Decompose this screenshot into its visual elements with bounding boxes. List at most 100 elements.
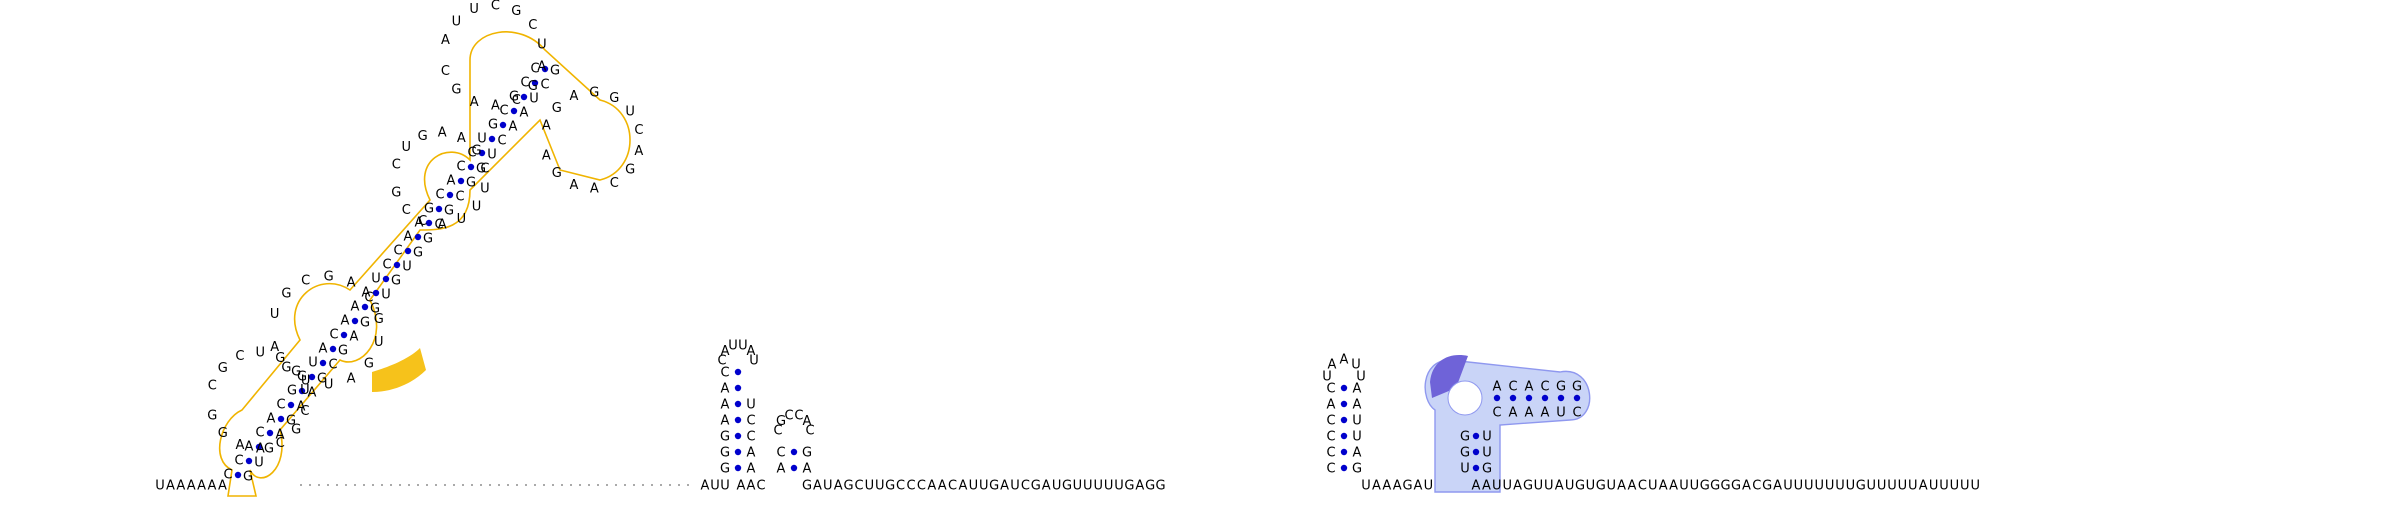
left-stem-3p-nt: U — [254, 456, 264, 471]
hairpin4-3p-nt: G — [1352, 462, 1362, 477]
backbone-nt: U — [155, 479, 165, 494]
left-stem-3p-nt: G — [466, 176, 476, 191]
left-stem-3p-nt: A — [509, 120, 518, 135]
backbone-nt: A — [218, 479, 227, 494]
loop-nt: U — [537, 38, 547, 53]
hairpin4-5p-nt: C — [1326, 446, 1335, 461]
base-pair-dot — [351, 317, 359, 325]
loop-nt: U — [256, 346, 266, 361]
loop-nt: C — [418, 214, 427, 229]
backbone-nt: A — [1482, 479, 1491, 494]
backbone-nt: U — [1877, 479, 1887, 494]
left-stem-5p-nt: G — [488, 118, 498, 133]
left-stem-5p-nt: G — [287, 384, 297, 399]
loop-nt: A — [438, 126, 447, 141]
domain-stem-nt: G — [1572, 380, 1582, 395]
backbone-nt: A — [1000, 479, 1009, 494]
loop-nt: G — [609, 91, 619, 106]
base-pair-dot — [361, 303, 369, 311]
loop-nt: C — [480, 162, 489, 177]
left-stem-5p-nt: C — [530, 62, 539, 77]
left-stem-5p-nt: C — [276, 398, 285, 413]
backbone-nt: U — [720, 479, 730, 494]
left-stem-5p-nt: C — [393, 244, 402, 259]
loop-nt: U — [324, 377, 334, 392]
left-stem-5p-nt: A — [245, 440, 254, 455]
hairpin4-5p-nt: C — [1326, 382, 1335, 397]
backbone-nt: A — [166, 479, 175, 494]
base-pair-dot — [520, 93, 528, 101]
loop-nt: C — [491, 0, 500, 14]
backbone-nt: U — [1052, 479, 1062, 494]
backbone-nt: U — [1794, 479, 1804, 494]
backbone-nt: U — [1010, 479, 1020, 494]
left-stem-5p-nt: C — [456, 160, 465, 175]
loop-nt: C — [235, 349, 244, 364]
left-stem-3p-nt: A — [308, 386, 317, 401]
loop-nt: G — [472, 144, 482, 159]
left-stem-5p-nt: A — [415, 216, 424, 231]
left-stem-3p-nt: G — [243, 470, 253, 485]
base-pair-dot — [1557, 394, 1565, 402]
base-pair-dot — [478, 149, 486, 157]
base-pair-dot — [1340, 400, 1348, 408]
backbone-nt: G — [1062, 479, 1072, 494]
loop-nt: G — [552, 166, 562, 181]
base-pair-dot — [404, 247, 412, 255]
backbone-nt: G — [1721, 479, 1731, 494]
backbone-nt: U — [1073, 479, 1083, 494]
loop-nt: G — [511, 4, 521, 19]
left-stem-5p-nt: G — [424, 202, 434, 217]
hairpin2-3p-nt: C — [746, 414, 755, 429]
hairpin3-loop-nt: G — [776, 414, 786, 429]
hairpin4-3p-nt: A — [1353, 446, 1362, 461]
backbone-nt: G — [1523, 479, 1533, 494]
backbone-nt: U — [1804, 479, 1814, 494]
domain-stem-nt: U — [1556, 406, 1566, 421]
backbone-nt: U — [1690, 479, 1700, 494]
loop-nt: G — [364, 356, 374, 371]
base-pair-dot — [734, 432, 742, 440]
loop-nt: G — [291, 364, 301, 379]
base-pair-dot — [234, 471, 242, 479]
base-pair-dot — [510, 107, 518, 115]
backbone-nt: A — [1628, 479, 1637, 494]
base-pair-dot — [1472, 464, 1480, 472]
left-stem-5p-nt: C — [329, 328, 338, 343]
base-pair-dot — [531, 79, 539, 87]
domain-stem-nt: U — [1482, 446, 1492, 461]
loop-nt: G — [552, 101, 562, 116]
base-pair-dot — [1509, 394, 1517, 402]
backbone-nt: U — [1648, 479, 1658, 494]
backbone-nt: U — [1929, 479, 1939, 494]
left-stem-5p-nt: U — [371, 272, 381, 287]
left-stem-5p-nt: G — [297, 370, 307, 385]
base-pair-dot — [499, 121, 507, 129]
left-stem-3p-nt: C — [497, 134, 506, 149]
domain-stem-nt: G — [1556, 380, 1566, 395]
backbone-nt: U — [1950, 479, 1960, 494]
loop-nt: C — [300, 404, 309, 419]
left-stem-5p-nt: A — [351, 300, 360, 315]
left-stem-3p-nt: A — [297, 400, 306, 415]
base-pair-dot — [372, 289, 380, 297]
loop-nt: G — [451, 83, 461, 98]
backbone-nt: U — [1104, 479, 1114, 494]
base-pair-dot — [1340, 384, 1348, 392]
domain-inner-loop — [1447, 380, 1483, 416]
loop-nt: G — [589, 86, 599, 101]
base-pair-dot — [1340, 448, 1348, 456]
domain-stem-nt: G — [1460, 446, 1470, 461]
domain-stem-nt: A — [1525, 380, 1534, 395]
backbone-nt: U — [1534, 479, 1544, 494]
backbone-nt: A — [1042, 479, 1051, 494]
hairpin2-loop-nt: U — [728, 338, 738, 353]
base-pair-dot — [1340, 464, 1348, 472]
backbone-nt: G — [1700, 479, 1710, 494]
left-stem-5p-nt: G — [509, 90, 519, 105]
backbone-nt: A — [197, 479, 206, 494]
loop-nt: U — [374, 335, 384, 350]
domain-stem-nt: A — [1509, 406, 1518, 421]
domain-stem-nt: C — [1540, 380, 1549, 395]
